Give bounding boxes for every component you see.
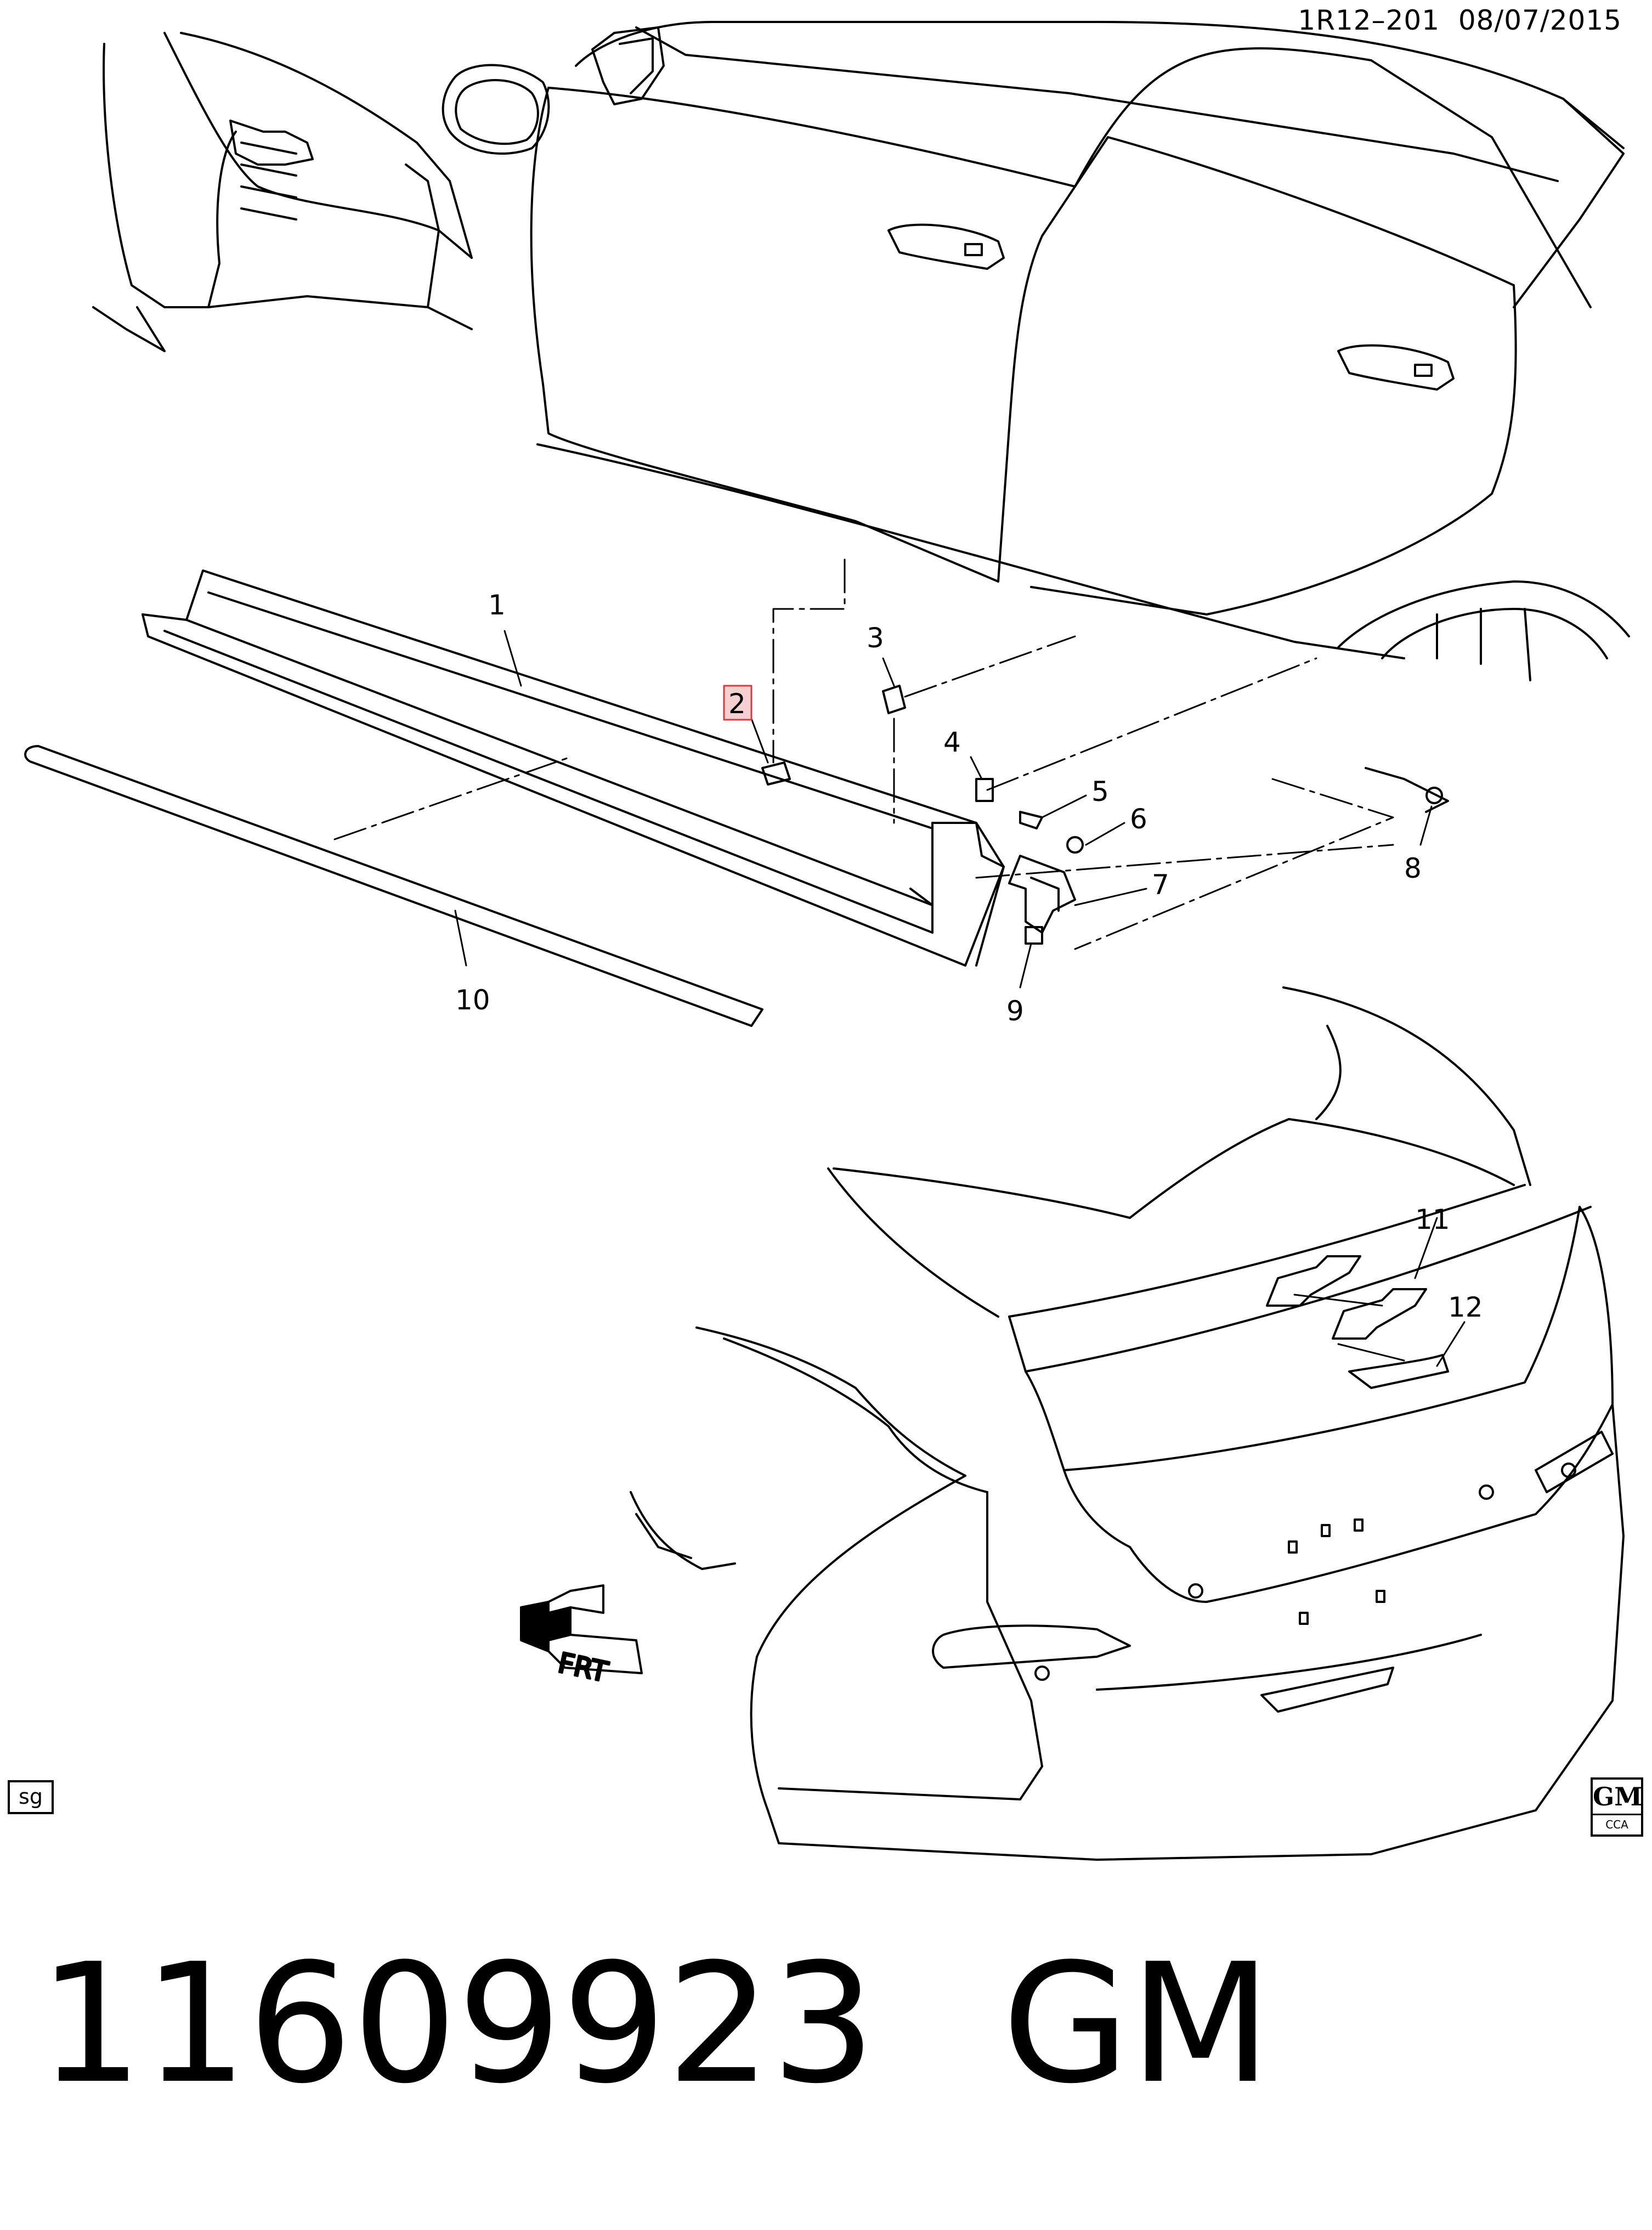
callout-8: 8: [1404, 853, 1422, 884]
callout-labels: 1 2 3 4 5 6 7 8 9 10 11 12: [455, 589, 1483, 1323]
callout-2-highlight: [723, 685, 753, 721]
callout-7: 7: [1152, 869, 1169, 901]
front-direction-arrow-icon: [520, 1584, 643, 1674]
callout-4: 4: [943, 726, 961, 758]
frt-label: FRT: [556, 1647, 611, 1689]
callout-6: 6: [1130, 803, 1147, 835]
callout-11: 11: [1415, 1204, 1450, 1235]
leader-lines: [333, 558, 1466, 1367]
header-date: 08/07/2015: [1458, 4, 1622, 36]
callout-5: 5: [1091, 776, 1109, 808]
callout-1: 1: [488, 589, 506, 621]
part-number: 11609923: [38, 1928, 876, 2120]
molding-strip-part: [24, 745, 763, 1027]
callout-12: 12: [1448, 1291, 1483, 1323]
callout-3: 3: [867, 622, 884, 654]
sg-label-box: sg: [8, 1780, 54, 1814]
car-side-illustration: [92, 21, 1630, 813]
parts-diagram: FRT 1 2 3 4 5 6 7 8 9 10 11 12: [24, 21, 1630, 1861]
rocker-panel-part: [142, 569, 1005, 967]
diagram-header-code: 1R12–201 08/07/2015: [1298, 4, 1622, 36]
car-rear-illustration: [630, 986, 1625, 1861]
gm-logo: GM CCA: [1591, 1777, 1643, 1837]
callout-10: 10: [455, 984, 490, 1016]
header-code: 1R12–201: [1298, 4, 1440, 36]
callout-9: 9: [1006, 995, 1024, 1027]
brand-name: GM: [1002, 1928, 1272, 2120]
gm-logo-bottom: CCA: [1605, 1818, 1628, 1831]
callout-2: 2: [728, 688, 746, 720]
gm-logo-top: GM: [1593, 1780, 1642, 1815]
fastener-parts: [761, 685, 1443, 945]
